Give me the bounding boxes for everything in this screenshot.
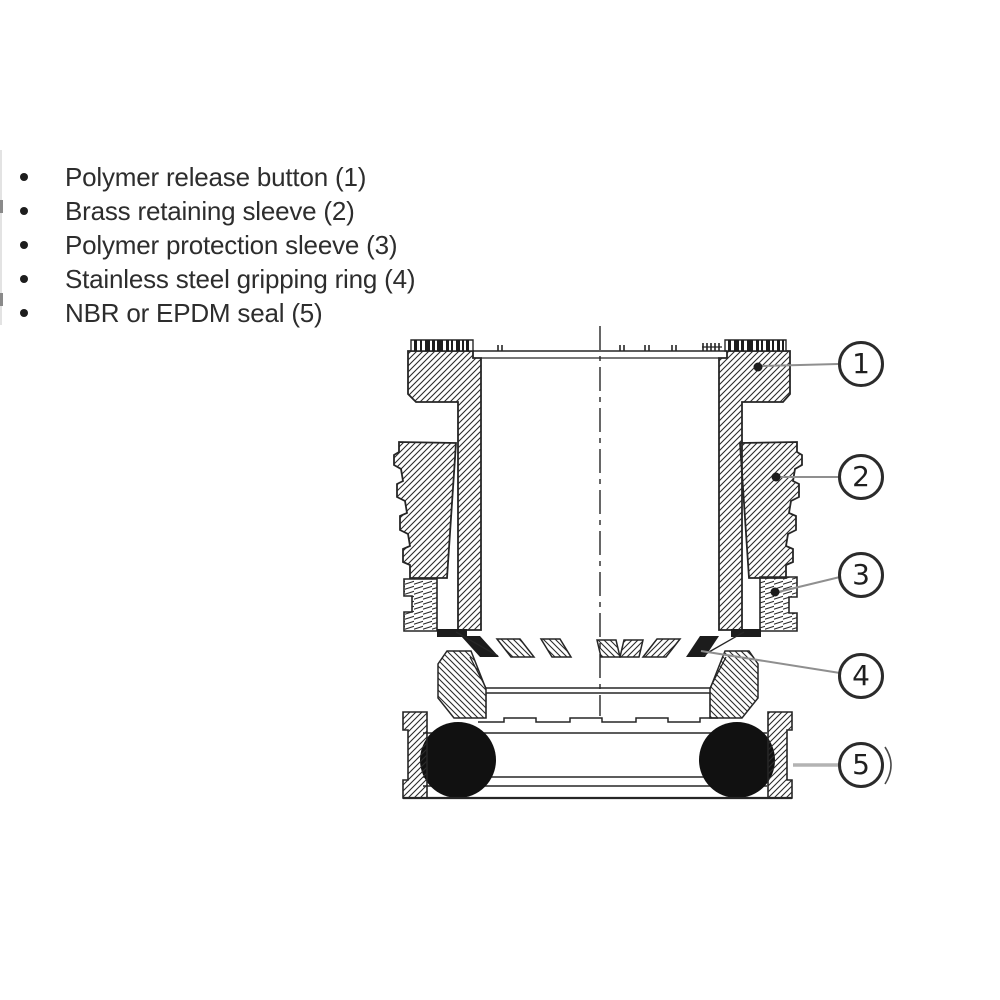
seal-oring-left: [420, 722, 496, 798]
callout-number: 2: [852, 460, 870, 493]
legend-item: Polymer release button (1): [0, 160, 480, 194]
legend-item: Polymer protection sleeve (3): [0, 228, 480, 262]
scan-edge-artifact: [0, 200, 3, 213]
scan-arc-artifact: [884, 746, 892, 785]
legend-label: Brass retaining sleeve (2): [65, 196, 355, 226]
legend-label: Stainless steel gripping ring (4): [65, 264, 416, 294]
legend: Polymer release button (1) Brass retaini…: [0, 160, 480, 330]
scan-edge-artifact: [0, 293, 3, 306]
callout-2: 2: [838, 454, 884, 500]
callout-1: 1: [838, 341, 884, 387]
legend-label: Polymer release button (1): [65, 162, 367, 192]
bullet-icon: [20, 241, 28, 249]
legend-item: Stainless steel gripping ring (4): [0, 262, 480, 296]
legend-item: Brass retaining sleeve (2): [0, 194, 480, 228]
callout-number: 3: [852, 558, 870, 591]
callout-3: 3: [838, 552, 884, 598]
callout-number: 4: [852, 659, 870, 692]
legend-item: NBR or EPDM seal (5): [0, 296, 480, 330]
callout-number: 1: [852, 347, 870, 380]
part-gripping-ring: [437, 629, 761, 719]
part-release-button: [407, 339, 791, 631]
bullet-icon: [20, 173, 28, 181]
part-seal: [402, 711, 793, 800]
callout-number: 5: [852, 748, 870, 781]
callout-4: 4: [838, 653, 884, 699]
bullet-icon: [20, 309, 28, 317]
knurl-ticks: [414, 340, 784, 351]
leader-lines: [700, 362, 841, 767]
bullet-icon: [20, 275, 28, 283]
legend-label: NBR or EPDM seal (5): [65, 298, 323, 328]
seal-oring-right: [699, 722, 775, 798]
top-edge-ticks: [497, 343, 720, 351]
callout-5: 5: [838, 742, 884, 788]
legend-label: Polymer protection sleeve (3): [65, 230, 398, 260]
bullet-icon: [20, 207, 28, 215]
scan-edge-artifact: [0, 150, 2, 325]
